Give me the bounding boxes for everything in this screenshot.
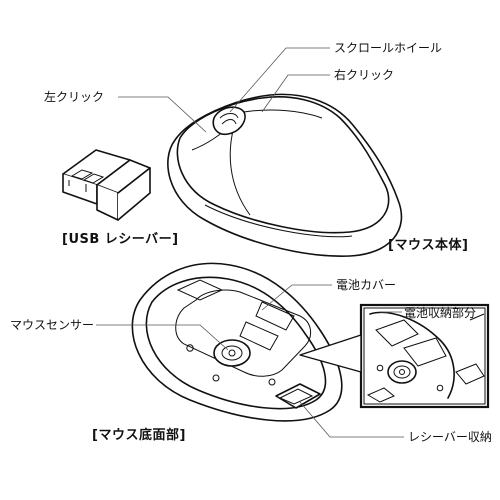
battery-compartment-inset	[299, 303, 490, 409]
leader-lines	[96, 47, 404, 438]
mouse-body-caption: [マウス本体]	[388, 238, 469, 253]
receiver-storage-label: レシーバー収納	[408, 430, 492, 444]
mouse-bottom-illustration	[131, 262, 343, 422]
usb-receiver-illustration	[62, 149, 151, 221]
usb-receiver-caption: [USB レシーバー]	[62, 232, 179, 247]
right-click-label: 右クリック	[334, 68, 395, 82]
scroll-wheel-label: スクロールホイール	[334, 41, 443, 55]
mouse-sensor-label: マウスセンサー	[10, 318, 95, 332]
mouse-bottom-caption: [マウス底面部]	[92, 428, 186, 443]
mouse-top-illustration	[167, 93, 403, 257]
battery-compartment-label: 電池収納部分	[404, 306, 477, 320]
battery-cover-label: 電池カバー	[336, 278, 397, 292]
left-click-label: 左クリック	[44, 90, 105, 104]
